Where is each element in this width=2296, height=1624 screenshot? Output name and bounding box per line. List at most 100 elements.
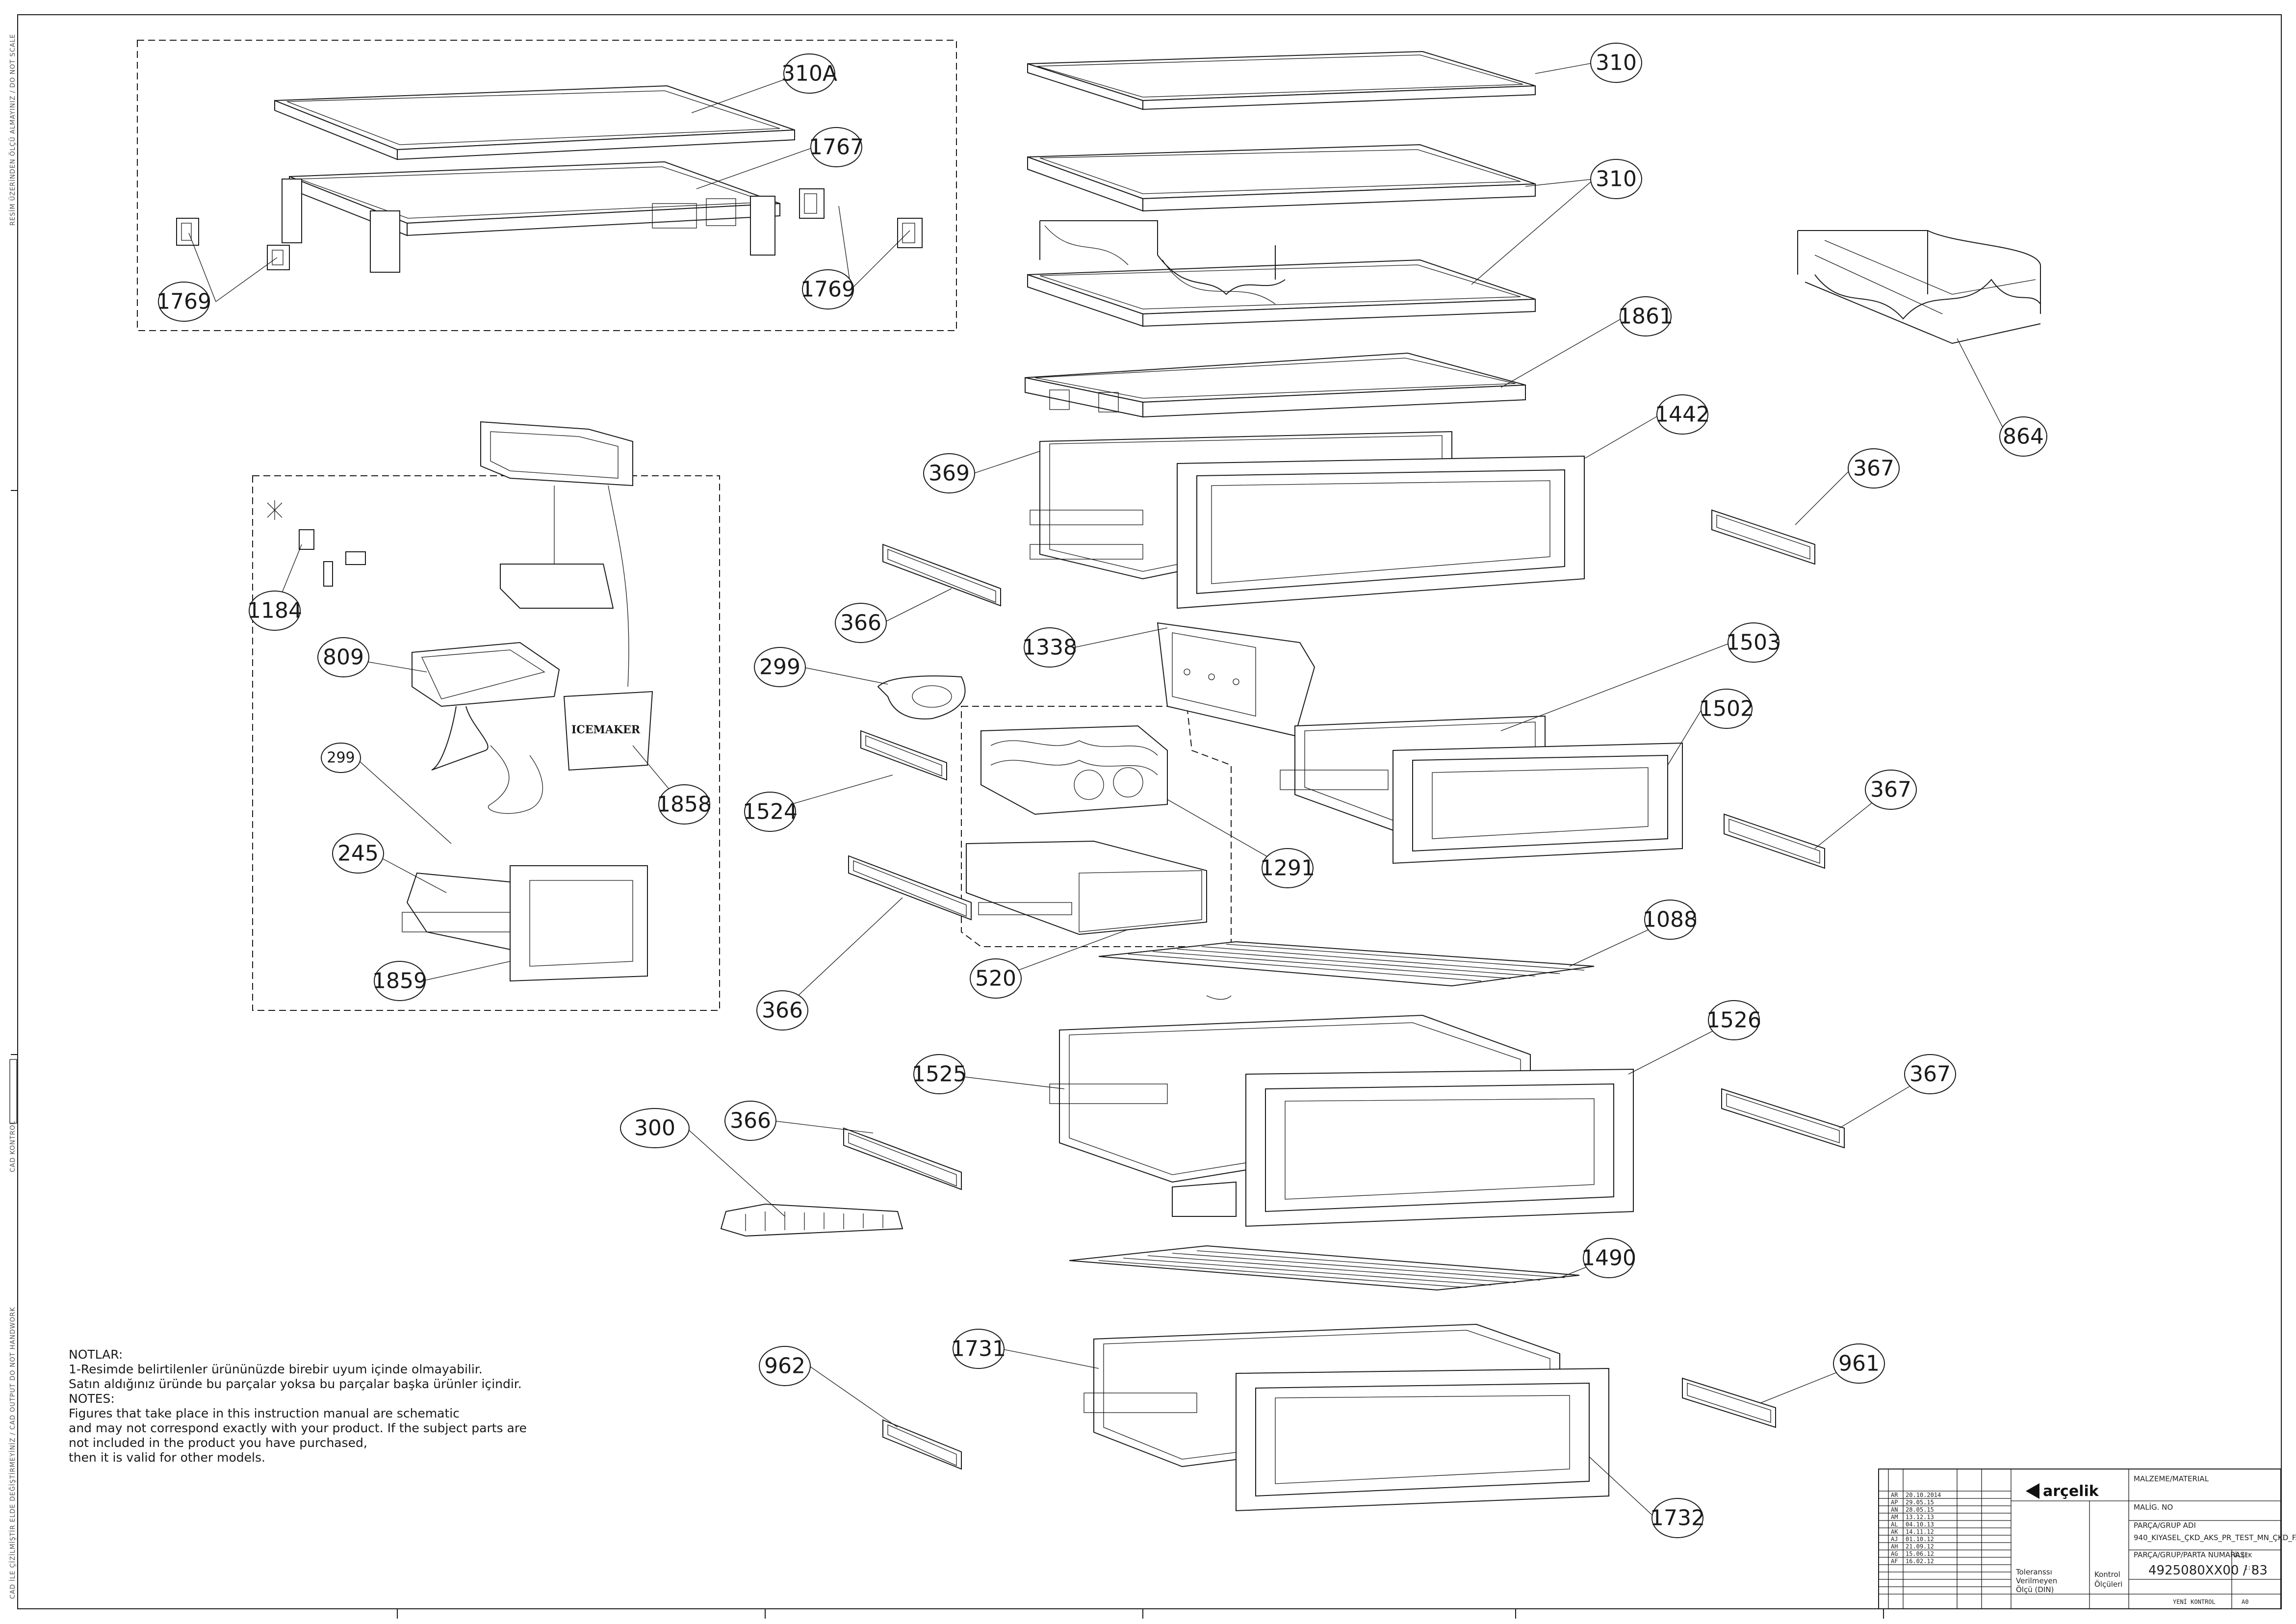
side-label-cad-output: CAD İLE ÇİZİLMİŞTİR ELDE DEĞİŞTİRMEYİNİZ… [9, 1307, 17, 1599]
svg-text:940_KIYASEL_ÇKD_AKS_PR_TEST_MN: 940_KIYASEL_ÇKD_AKS_PR_TEST_MN_ÇKD_FAT [2134, 1533, 2296, 1543]
svg-text:1767: 1767 [809, 135, 864, 160]
svg-text:1524: 1524 [743, 799, 798, 825]
callout-bubble: 1769 [156, 282, 211, 322]
part-366-rail-b [848, 855, 972, 921]
part-1858-icemaker-cover: ICEMAKER [563, 691, 653, 771]
svg-text:PARÇA/GRUP ADI: PARÇA/GRUP ADI [2134, 1521, 2196, 1530]
part-1490-wire-shelf [1069, 1245, 1580, 1291]
drawing-frame [17, 14, 2282, 1609]
callout-bubble: 310 [1590, 159, 1642, 199]
part-310-glass-framed [1027, 144, 1536, 212]
svg-text:1731: 1731 [951, 1337, 1006, 1362]
callout-bubble: 366 [724, 1101, 776, 1141]
svg-text:1859: 1859 [372, 969, 427, 994]
part-367-rail-b [1724, 813, 1825, 869]
part-1524-rail [860, 730, 947, 781]
part-961-rail [1682, 1377, 1776, 1428]
part-1442-crisper-drawer [1030, 431, 1585, 609]
svg-text:367: 367 [1909, 1062, 1951, 1087]
svg-text:Toleranssı: Toleranssı [2015, 1568, 2052, 1576]
part-366-rail-a [882, 543, 1001, 607]
svg-text:809: 809 [323, 645, 364, 670]
brand-logo: arçelik [2026, 1483, 2099, 1500]
svg-text:AH: AH [1891, 1543, 1898, 1550]
callout-bubble: 1526 [1706, 1000, 1761, 1040]
svg-text:Verilmeyen: Verilmeyen [2016, 1576, 2057, 1585]
svg-text:4925080XX00 / 83: 4925080XX00 / 83 [2148, 1563, 2268, 1578]
svg-text:1088: 1088 [1643, 907, 1698, 932]
callout-bubble: 1731 [951, 1329, 1006, 1369]
callout-bubble: 1525 [912, 1054, 967, 1094]
callout-bubble: 864 [1999, 416, 2047, 457]
note-line: NOTLAR: [69, 1347, 123, 1362]
svg-text:310: 310 [1596, 51, 1637, 76]
svg-text:310: 310 [1596, 167, 1637, 192]
icemaker-label: ICEMAKER [571, 723, 641, 736]
svg-text:04.10.13: 04.10.13 [1906, 1521, 1934, 1528]
part-962-rail [882, 1419, 962, 1470]
callout-bubble: 961 [1833, 1343, 1885, 1384]
callout-bubble: 299 [321, 743, 361, 773]
callout-bubble: 1088 [1643, 900, 1698, 940]
svg-text:1526: 1526 [1706, 1008, 1761, 1033]
part-1767-shelf-frame [282, 161, 780, 273]
upper-shelf-group-box [137, 40, 957, 331]
callout-bubble: 1338 [1022, 627, 1077, 668]
callout-bubble: 1490 [1581, 1238, 1636, 1278]
svg-text:962: 962 [764, 1354, 805, 1379]
svg-text:366: 366 [840, 611, 881, 636]
note-line: Figures that take place in this instruct… [69, 1406, 460, 1420]
svg-text:AN: AN [1891, 1506, 1898, 1513]
part-icemaker-assembly-top [480, 421, 633, 687]
frame-ticks [11, 490, 1884, 1619]
part-1732-drawer-front [1236, 1367, 1609, 1512]
callout-bubble: 1861 [1618, 296, 1673, 336]
svg-text:13.12.13: 13.12.13 [1906, 1514, 1934, 1521]
svg-text:16.02.12: 16.02.12 [1906, 1558, 1934, 1565]
part-1861-crisper-cover [1025, 352, 1526, 418]
svg-text:367: 367 [1853, 456, 1894, 481]
part-1859-drawer-front [510, 865, 648, 982]
notes-block: NOTLAR: 1-Resimde belirtilenler ürününüz… [69, 1347, 527, 1465]
svg-text:AR: AR [1891, 1492, 1898, 1498]
svg-text:1502: 1502 [1699, 696, 1754, 722]
callout-bubble: 962 [759, 1346, 811, 1386]
svg-text:ÖLÇEK: ÖLÇEK [2234, 1551, 2252, 1559]
icemaker-tray-group-box [961, 706, 1232, 947]
svg-text:1732: 1732 [1650, 1506, 1705, 1531]
callout-bubble: 367 [1865, 770, 1917, 810]
svg-text:AP: AP [1891, 1499, 1898, 1506]
svg-text:299: 299 [759, 655, 800, 680]
callout-bubble: 366 [756, 990, 808, 1031]
svg-text:310A: 310A [781, 61, 837, 86]
svg-text:1338: 1338 [1022, 635, 1077, 660]
callout-bubble: 1769 [800, 269, 855, 309]
svg-text:20.10.2014: 20.10.2014 [1906, 1492, 1941, 1498]
svg-text:1858: 1858 [657, 792, 712, 817]
callout-bubble: 1442 [1655, 394, 1710, 435]
note-line: and may not correspond exactly with your… [69, 1421, 527, 1435]
side-label-do-not-scale: RESİM ÜZERİNDEN ÖLÇÜ ALMAYINIZ / DO NOT … [8, 34, 17, 226]
svg-text:367: 367 [1870, 777, 1911, 802]
callout-bubble: 809 [317, 637, 369, 677]
svg-text:245: 245 [337, 841, 379, 866]
callout-bubble: 1503 [1726, 622, 1781, 663]
callout-bubble: 310 [1590, 43, 1642, 83]
part-245-drawer-body [402, 872, 520, 953]
note-line: NOTES: [69, 1392, 115, 1406]
svg-text:300: 300 [634, 1116, 675, 1141]
callout-bubble: 1859 [372, 961, 427, 1001]
svg-text:MALİG. NO: MALİG. NO [2134, 1502, 2173, 1512]
callout-bubble: 366 [835, 603, 887, 643]
note-line: not included in the product you have pur… [69, 1436, 367, 1450]
title-block: AR AP AN AM AL AK AJ AH AG AF 20.10.2014… [1878, 1469, 2296, 1609]
svg-text:369: 369 [929, 461, 970, 486]
part-520-ice-bucket [966, 840, 1207, 935]
svg-text:520: 520 [975, 966, 1016, 991]
svg-text:1291: 1291 [1260, 856, 1315, 881]
part-1291-ice-tray [980, 725, 1168, 815]
svg-text:28.05.15: 28.05.15 [1906, 1506, 1934, 1513]
side-label-cad-control: CAD KONTROL [9, 1121, 17, 1172]
svg-text:PARÇA/GRUP/PARTA NUMARASI: PARÇA/GRUP/PARTA NUMARASI [2134, 1550, 2247, 1559]
svg-text:MALZEME/MATERIAL: MALZEME/MATERIAL [2134, 1474, 2209, 1483]
